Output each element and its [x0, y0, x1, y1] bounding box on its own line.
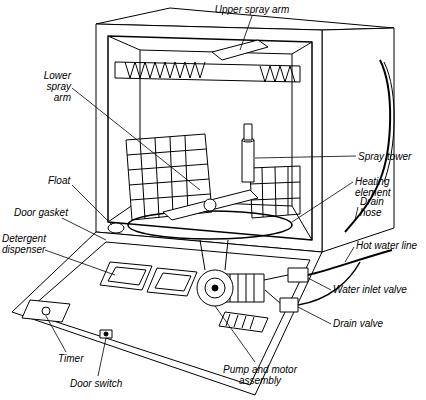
leader-line: [98, 338, 106, 376]
part-label: Detergent dispenser: [2, 233, 58, 255]
leader-line: [345, 247, 354, 262]
tub-edges: [108, 36, 312, 240]
part-label: Pump and motor assembly: [220, 364, 300, 386]
leader-line: [46, 316, 66, 352]
pump-shaft: [212, 285, 218, 291]
upper-rack: [115, 62, 300, 82]
sump-pipe: [200, 240, 228, 270]
drain-valve-shape: [280, 298, 298, 312]
leader-line: [45, 250, 115, 275]
part-label: Heating element: [355, 176, 425, 198]
right-basket-grid: [250, 167, 300, 217]
drain-pipe: [298, 262, 360, 305]
timer-shape: [22, 300, 70, 322]
part-label: Hot water line: [356, 240, 426, 251]
part-label: Drain hose: [360, 196, 394, 218]
door-inner-panel: [26, 242, 310, 385]
cabinet-front: [96, 24, 322, 252]
part-label: Spray tower: [358, 151, 424, 162]
pump-housing: [197, 270, 233, 306]
part-label: Drain valve: [333, 318, 403, 329]
part-label: Door switch: [70, 378, 130, 389]
motor-ribs: [230, 274, 254, 302]
rinse-cup-inner: [155, 273, 191, 291]
door-switch-shape: [100, 330, 112, 338]
leader-line: [215, 306, 255, 362]
leader-line: [292, 182, 353, 222]
lower-spray-arm-shape: [163, 190, 258, 220]
plumbing: [264, 275, 288, 303]
spray-tower-tip: [244, 124, 252, 140]
leader-line: [62, 218, 106, 240]
leader-line: [355, 207, 358, 220]
heating-element-shape: [128, 211, 292, 239]
detergent-cup: [100, 262, 152, 290]
part-label: Door gasket: [14, 207, 84, 218]
leader-line: [255, 156, 356, 158]
part-label: Float: [48, 175, 88, 186]
spray-arm-hub: [204, 199, 216, 211]
switch-dot: [104, 332, 108, 336]
drain-hose-edge: [384, 62, 394, 182]
timer-knob: [42, 307, 50, 315]
part-label: Lower spray arm: [33, 70, 71, 103]
float-shape: [108, 223, 124, 233]
cabinet-side: [322, 28, 394, 252]
part-label: Timer: [58, 353, 98, 364]
leader-line: [240, 16, 252, 50]
leader-line: [72, 88, 200, 190]
part-label: Upper spray arm: [212, 4, 292, 15]
door: [12, 232, 322, 395]
detergent-cup-inner: [108, 267, 146, 285]
spray-tower-shape: [242, 140, 254, 182]
pump-inlet: [205, 278, 225, 298]
rinse-cup: [147, 268, 197, 296]
leader-line: [72, 185, 112, 225]
inlet-valve-shape: [288, 268, 308, 282]
door-opening: [108, 36, 312, 240]
part-label: Water inlet valve: [333, 284, 425, 295]
leader-lines: [45, 16, 358, 376]
right-basket: [250, 166, 300, 218]
rack-tines: [125, 62, 295, 82]
leader-line: [298, 307, 331, 324]
leader-line: [308, 278, 331, 290]
